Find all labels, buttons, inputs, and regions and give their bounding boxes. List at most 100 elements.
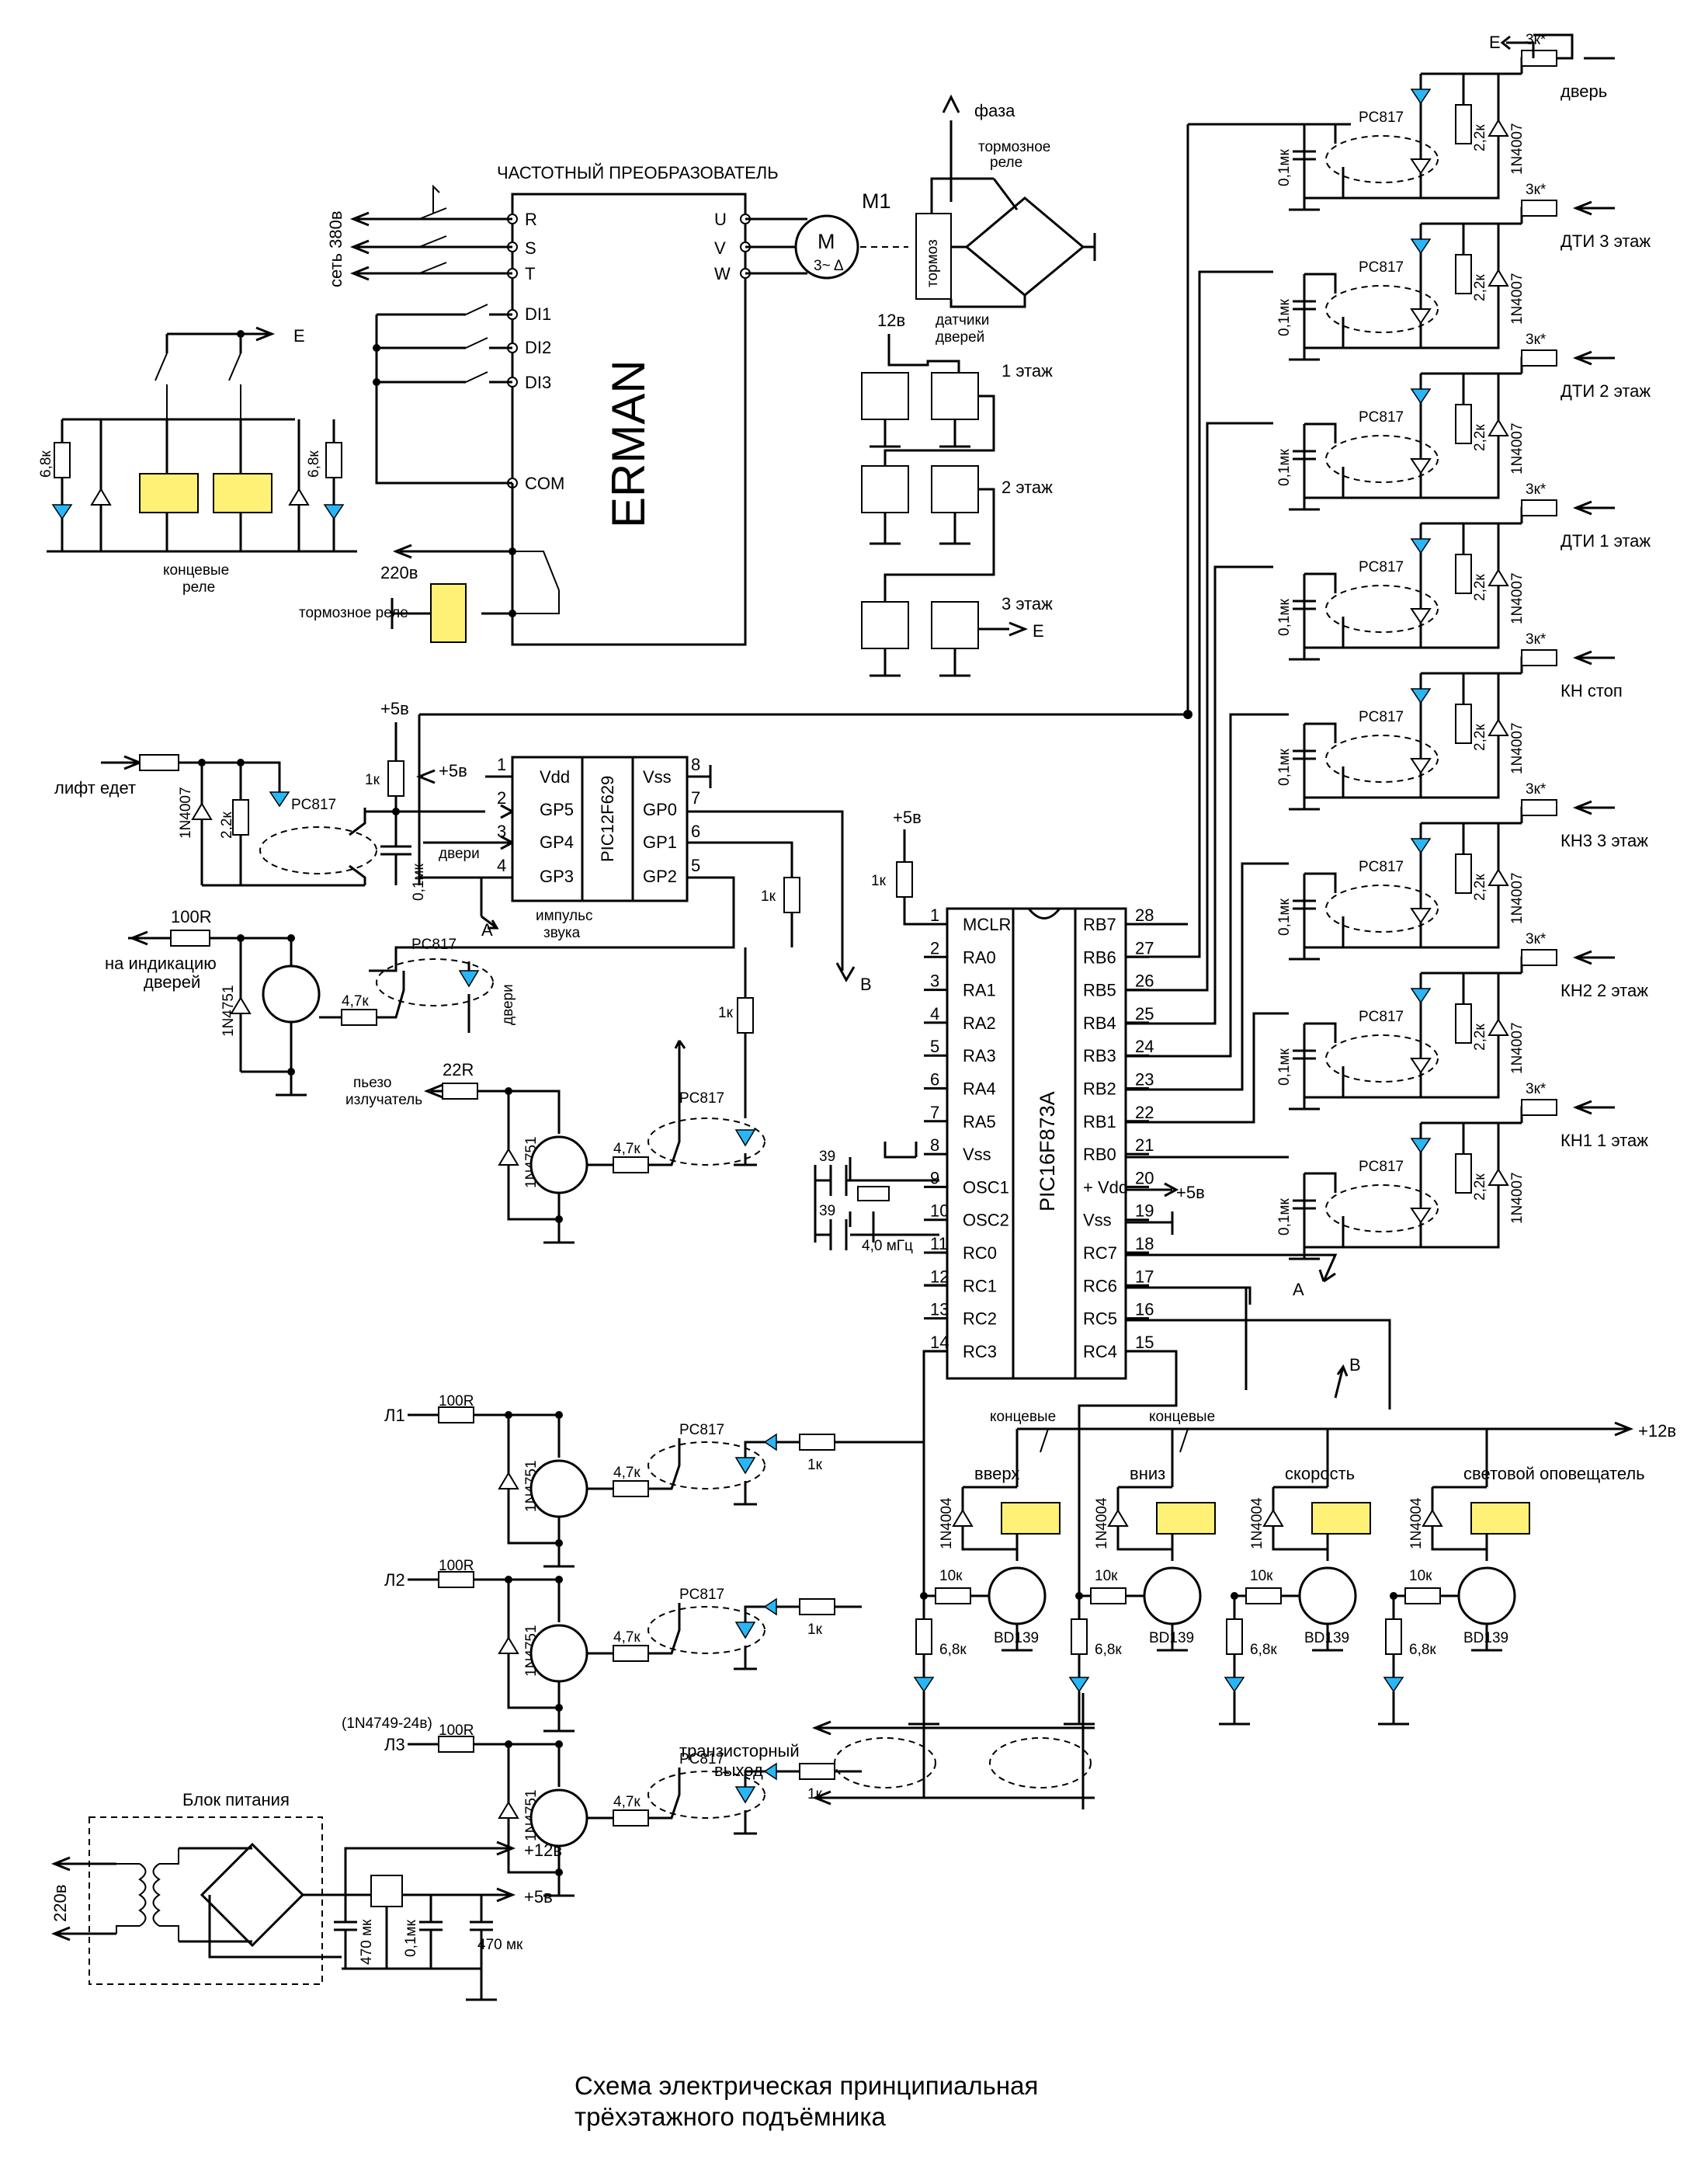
pic16-left-pin-num: 7 <box>930 1103 939 1122</box>
input-ground: E <box>1489 33 1501 52</box>
limit-relay-ground: E <box>293 326 305 346</box>
pic12-pin-8-name: Vss <box>643 767 672 787</box>
pic16-right-pin-num: 22 <box>1135 1103 1154 1122</box>
relay-base-res: 10к <box>939 1568 963 1584</box>
pic12-pin-2-num: 2 <box>497 788 506 808</box>
lamp-base-res: 4,7к <box>613 1629 640 1646</box>
mark-a-right: A <box>1293 1280 1304 1299</box>
door-ind-transistor <box>262 965 321 1024</box>
door-ind-doors: двери <box>500 984 516 1025</box>
relay-diode: 1N4004 <box>939 1497 955 1549</box>
lamp-label: Л1 <box>384 1406 405 1425</box>
psu-c1: 470 мк <box>359 1919 375 1965</box>
pic16-left-pin-name: RA4 <box>963 1079 996 1099</box>
output-relay-coil <box>1311 1502 1371 1535</box>
door-sensor-supply: 12в <box>877 311 905 330</box>
psu-out5: +5в <box>524 1887 553 1907</box>
lamp-opto: PC817 <box>679 1751 724 1768</box>
inverter-pin-di1: DI1 <box>525 304 551 324</box>
pic16-right-pin-name: RC7 <box>1083 1243 1117 1263</box>
pic16-right-pin-name: RB2 <box>1083 1079 1116 1099</box>
input-res: 2,2к <box>1472 874 1488 901</box>
schematic-title-line2: трёхэтажного подъёмника <box>575 2102 887 2131</box>
inverter-brand: ERMAN <box>602 360 654 528</box>
relay-supply: +12в <box>1638 1421 1676 1441</box>
pic16-left-pin-num: 5 <box>930 1037 939 1056</box>
input-opto: PC817 <box>1359 859 1404 875</box>
input-opto: PC817 <box>1359 259 1404 276</box>
limit-relay-coil-2 <box>213 473 273 513</box>
pic16-right-pin-num: 16 <box>1135 1300 1154 1319</box>
pic16-right-pin-num: 27 <box>1135 938 1154 958</box>
pic16-right-pin-name: RC5 <box>1083 1309 1117 1329</box>
input-opto: PC817 <box>1359 409 1404 426</box>
relay-led-res: 6,8к <box>1409 1642 1436 1658</box>
pic12-pin-2-name: GP5 <box>540 800 574 819</box>
lamp-blocks: Л1100R1N47514,7кPC8171кЛ2100R1N47514,7кP… <box>384 1393 924 1897</box>
pic16-left-pin-num: 12 <box>930 1267 949 1286</box>
pic16-left-pin-num: 10 <box>930 1201 949 1221</box>
relay-label: вверх <box>974 1464 1019 1483</box>
input-diode: 1N4007 <box>1509 123 1526 175</box>
pic16-right-pin-num: 19 <box>1135 1201 1154 1221</box>
relay-base-res: 10к <box>1095 1568 1118 1584</box>
pic16-left-pin-num: 9 <box>930 1168 939 1187</box>
door-ind-opto: PC817 <box>411 937 457 953</box>
motor-brake-relay-label1: тормозное <box>978 139 1050 155</box>
limit-res-left: 6,8к <box>38 450 54 478</box>
piezo-base-res: 4,7к <box>613 1141 640 1157</box>
limit-label-right: концевые <box>1149 1409 1215 1425</box>
input-label: КН3 3 этаж <box>1560 831 1648 850</box>
pic16-right-pin-name: RB6 <box>1083 947 1116 967</box>
pic12-doors-label: двери <box>439 846 480 862</box>
input-series-res: 3к* <box>1526 182 1547 198</box>
input-cap: 0,1мк <box>1276 149 1293 186</box>
relay-diode: 1N4004 <box>1408 1497 1425 1549</box>
relay-base-res: 10к <box>1250 1568 1273 1584</box>
pic16-left-pin-name: RA0 <box>963 947 996 967</box>
pic12-pin-7-num: 7 <box>691 788 700 808</box>
pic12-pin-7-name: GP0 <box>643 800 677 819</box>
inverter-pin-r: R <box>525 210 537 229</box>
pic16-mclr-supply: +5в <box>893 808 922 827</box>
door-sensors-label-1: датчики <box>936 312 989 328</box>
brake-relay-label: тормозное реле <box>299 605 408 621</box>
input-diode: 1N4007 <box>1509 872 1526 924</box>
inverter-pin-t: T <box>525 264 535 283</box>
pic12-supply-left: +5в <box>439 761 467 780</box>
input-res: 2,2к <box>1472 724 1488 751</box>
inverter-header: ЧАСТОТНЫЙ ПРЕОБРАЗОВАТЕЛЬ <box>497 163 779 182</box>
input-series-res: 3к* <box>1526 781 1547 798</box>
limit-relay-label-1: концевые <box>163 562 229 579</box>
lamp-label: Л3 <box>384 1735 405 1754</box>
sound-pulse-2: звука <box>543 925 581 941</box>
inverter-pin-s: S <box>525 238 536 258</box>
pic12-chip <box>511 756 689 902</box>
pic16-left-pin-name: MCLR <box>963 915 1011 934</box>
input-diode: 1N4007 <box>1509 572 1526 624</box>
pic12-pin-4-num: 4 <box>497 856 506 875</box>
gp1-res: 1к <box>761 888 776 905</box>
door-indication-block: 100R 1N4751 4,7к PC817 двери на индикаци… <box>105 907 516 1097</box>
inverter-out-w: W <box>714 264 731 283</box>
piezo-block: пьезо излучатель 22R 1N4751 4,7к PC817 <box>345 1040 765 1244</box>
pic16-left-pin-num: 8 <box>930 1135 939 1155</box>
r100-label: 100R <box>171 907 212 926</box>
pic16-right-pin-num: 21 <box>1135 1135 1154 1155</box>
door-zener: 1N4751 <box>220 985 237 1037</box>
relay-led-res: 6,8к <box>1095 1642 1122 1658</box>
pic16-right-pin-num: 18 <box>1135 1234 1154 1253</box>
lamp-led-res: 1к <box>807 1622 823 1638</box>
pic12-pin-1-num: 1 <box>497 755 506 774</box>
inverter-out-v: V <box>714 238 726 258</box>
pic16-left-pin-num: 1 <box>930 905 939 925</box>
